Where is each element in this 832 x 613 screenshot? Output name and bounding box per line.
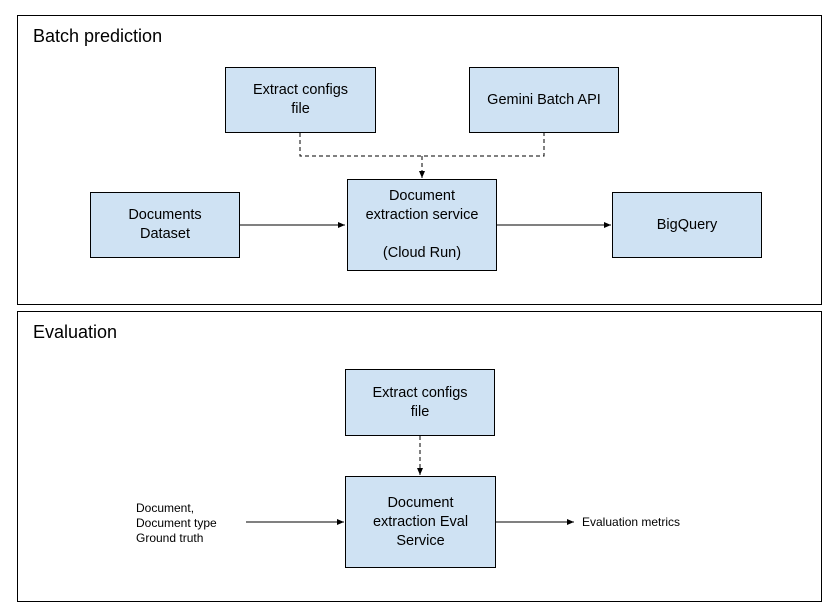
bigquery-box: BigQuery [612,192,762,258]
evaluation-title: Evaluation [33,322,118,342]
evaluation-metrics-label: Evaluation metrics [582,515,681,529]
configs-to-service-dashed [299,133,545,157]
document-extraction-service-box: Document extraction service (Cloud Run) [347,179,497,271]
eval-inputs-label: Document, Document type Ground truth [136,501,217,545]
extract-configs-file-box: Extract configs file [225,67,376,133]
document-extraction-eval-service-box: Document extraction Eval Service [345,476,496,568]
eval-extract-configs-file-box: Extract configs file [345,369,495,436]
batch-prediction-title: Batch prediction [33,26,163,46]
gemini-batch-api-box: Gemini Batch API [469,67,619,133]
documents-dataset-box: Documents Dataset [90,192,240,258]
